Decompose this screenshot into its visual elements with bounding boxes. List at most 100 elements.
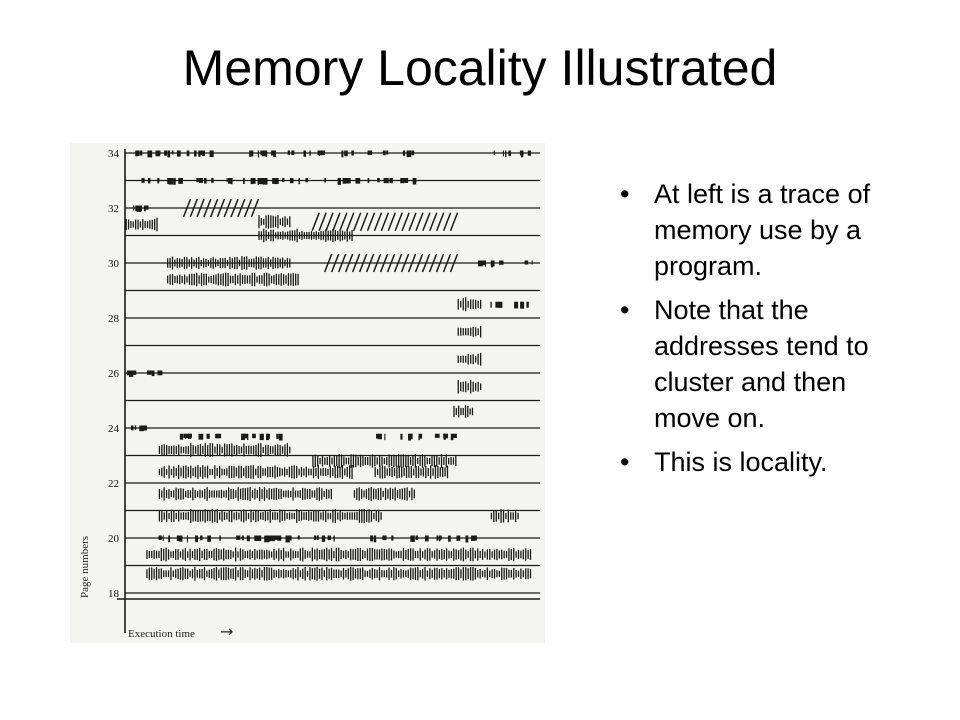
trace-mark — [465, 535, 469, 543]
trace-mark — [164, 150, 167, 156]
bullet-text: Note that the addresses tend to cluster … — [654, 295, 869, 433]
trace-mark — [382, 150, 386, 156]
trace-mark — [266, 433, 270, 441]
trace-mark — [297, 535, 300, 540]
trace-mark — [344, 253, 354, 273]
trace-mark — [380, 212, 390, 232]
trace-mark — [438, 535, 441, 542]
y-tick-label: 24 — [108, 423, 120, 435]
trace-mark — [147, 178, 151, 184]
trace-mark — [439, 535, 442, 540]
trace-mark — [200, 535, 203, 541]
trace-mark — [140, 205, 142, 211]
trace-mark — [324, 178, 326, 183]
trace-mark — [268, 535, 271, 542]
trace-mark — [442, 212, 452, 232]
trace-mark — [186, 150, 190, 157]
trace-mark — [367, 178, 370, 184]
trace-mark — [162, 535, 164, 541]
trace-mark — [143, 205, 146, 212]
trace-mark — [327, 535, 332, 541]
trace-mark — [145, 205, 149, 210]
bullet-dot-icon: • — [620, 179, 630, 209]
trace-mark — [377, 433, 382, 440]
trace-mark — [495, 301, 499, 308]
trace-mark — [173, 178, 176, 185]
trace-mark — [366, 212, 376, 232]
trace-mark — [144, 425, 146, 431]
trace-mark — [400, 178, 405, 184]
trace-mark — [508, 150, 511, 157]
trace-mark — [252, 433, 256, 439]
bullet-item: • At left is a trace of memory use by a … — [618, 176, 918, 284]
trace-mark — [379, 253, 389, 273]
trace-mark — [178, 535, 183, 542]
trace-mark — [272, 150, 274, 156]
trace-mark — [189, 198, 198, 218]
trace-mark — [216, 198, 226, 218]
trace-mark — [401, 212, 410, 232]
trace-mark — [249, 150, 254, 157]
trace-mark — [179, 433, 184, 440]
trace-mark — [242, 433, 248, 439]
trace-mark — [410, 535, 415, 542]
trace-mark — [257, 535, 262, 542]
trace-mark — [367, 150, 373, 155]
trace-mark — [176, 150, 181, 157]
trace-mark — [135, 205, 138, 212]
trace-mark — [209, 150, 214, 158]
trace-mark — [351, 150, 354, 156]
trace-mark — [158, 535, 162, 540]
trace-mark — [178, 178, 183, 184]
trace-mark — [251, 178, 256, 184]
trace-mark — [196, 198, 205, 218]
trace-mark — [406, 150, 412, 158]
bullet-item: • Note that the addresses tend to cluste… — [618, 292, 918, 436]
trace-mark — [246, 433, 249, 440]
trace-mark — [353, 212, 362, 232]
trace-mark — [276, 433, 279, 439]
trace-mark — [309, 150, 311, 156]
trace-mark — [262, 150, 267, 157]
trace-mark — [264, 535, 270, 543]
trace-mark — [142, 425, 147, 431]
trace-mark — [274, 535, 278, 540]
trace-mark — [282, 178, 285, 183]
x-axis-arrow-icon: → — [220, 622, 233, 641]
bullet-dot-icon: • — [620, 295, 630, 325]
trace-mark — [230, 178, 233, 185]
trace-mark — [387, 212, 396, 232]
trace-mark — [133, 205, 135, 211]
trace-mark — [271, 150, 273, 156]
trace-mark — [176, 535, 180, 542]
trace-mark — [157, 370, 163, 376]
trace-mark — [215, 433, 219, 439]
trace-mark — [493, 150, 495, 156]
trace-mark — [478, 260, 481, 266]
trace-mark — [156, 150, 158, 157]
trace-mark — [203, 198, 212, 218]
trace-mark — [291, 150, 295, 156]
trace-mark — [402, 150, 406, 156]
trace-mark — [285, 535, 290, 543]
bullet-text: At left is a trace of memory use by a pr… — [654, 179, 871, 281]
trace-mark — [502, 150, 504, 157]
trace-mark — [333, 535, 335, 542]
x-axis-label: Execution time — [128, 628, 195, 640]
trace-mark — [484, 260, 487, 267]
trace-mark — [195, 535, 198, 542]
trace-mark — [424, 535, 429, 542]
trace-mark — [527, 150, 531, 156]
y-tick-label: 28 — [108, 313, 120, 325]
trace-mark — [415, 535, 418, 540]
trace-mark — [171, 150, 174, 155]
trace-mark — [184, 433, 187, 439]
trace-mark — [228, 178, 232, 184]
trace-mark — [341, 150, 344, 158]
trace-mark — [428, 253, 438, 273]
trace-mark — [151, 370, 155, 377]
trace-mark — [147, 150, 153, 158]
trace-mark — [316, 535, 319, 541]
trace-mark — [346, 178, 351, 184]
